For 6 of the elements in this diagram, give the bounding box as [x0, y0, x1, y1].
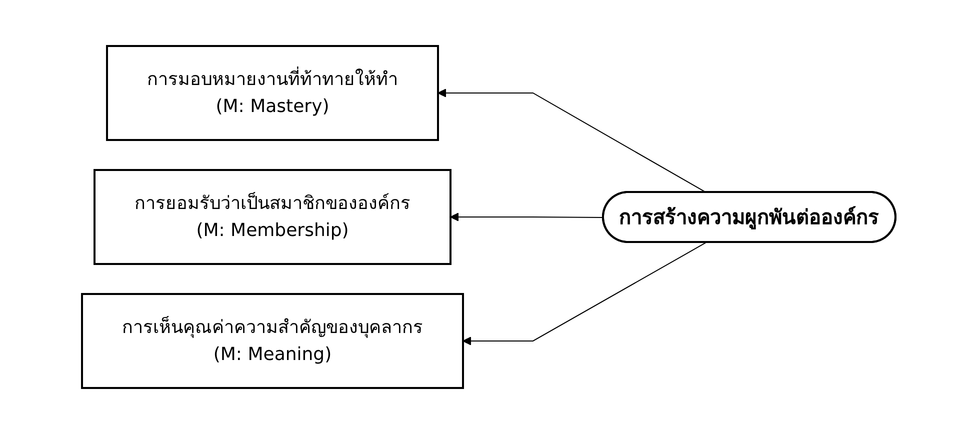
- arrow: [438, 88, 707, 193]
- node-box: การเห็นคุณค่าความสำคัญของบุคลากร (M: Meaning): [81, 293, 464, 389]
- node-box: การยอมรับว่าเป็นสมาชิกขององค์กร (M: Membership): [94, 169, 452, 265]
- arrow: [462, 242, 707, 346]
- arrow: [450, 212, 604, 222]
- node-box: การมอบหมายงานที่ท้าทายให้ทำ (M: Mastery): [106, 45, 440, 141]
